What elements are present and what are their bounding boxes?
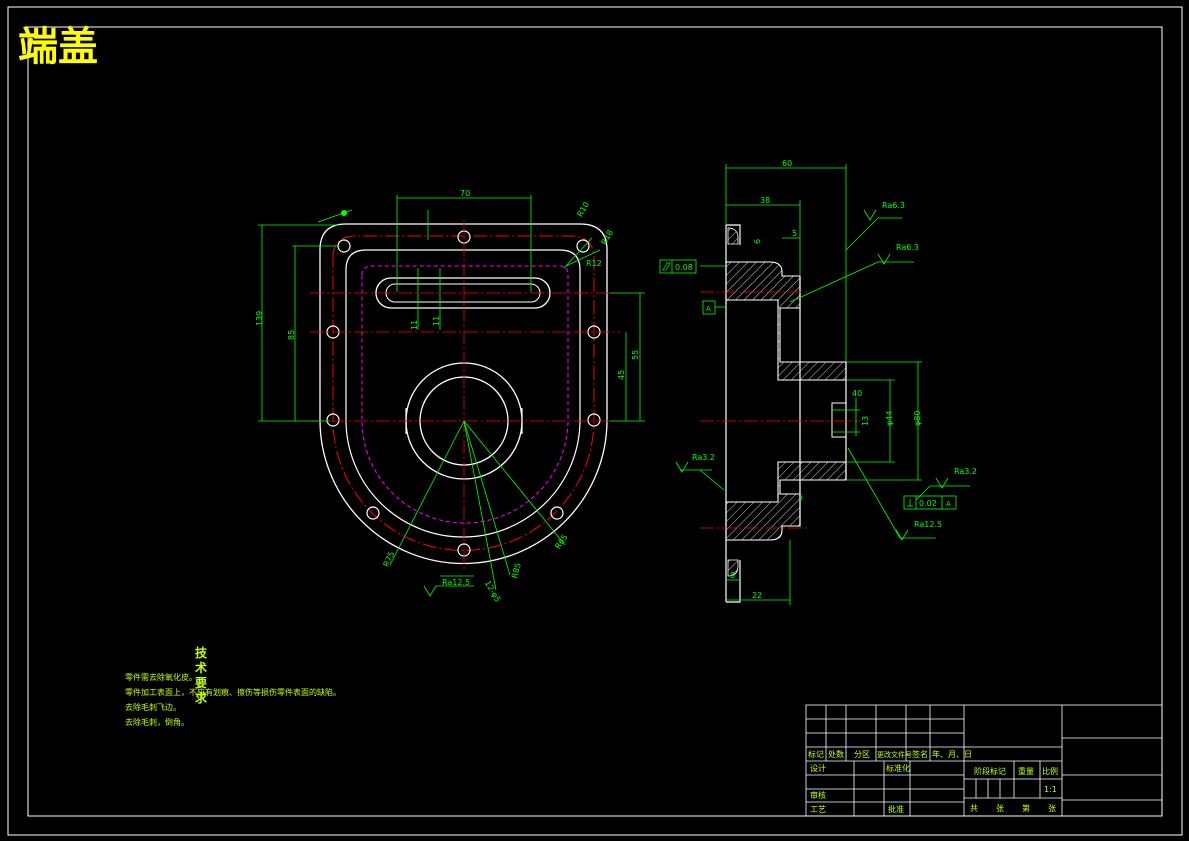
dim-slot-left: 11 [410,320,419,330]
dim-radius-right: R18 [599,228,615,246]
tb-header-count: 处数 [828,749,844,759]
bolt-hole [366,506,380,520]
roughness-bottom-label: Ra12.5 [442,578,470,587]
requirement-item: 去除毛刺，倒角。 [125,718,189,727]
dim-right-d: 40 [852,389,862,398]
roughness-3-label: Ra3.2 [692,453,715,462]
dim-flange-bottom: 5 [798,493,803,502]
dim-width-upper: 38 [760,196,770,205]
front-centerlines [310,220,620,570]
tb-sheets-index: 第 [1022,803,1030,813]
front-outer-outline [319,223,608,565]
dim-hole-spec: 12-φ5 [483,579,503,604]
front-dimension-lines [258,195,645,591]
sheet-inner-border [27,26,1163,817]
tb-sheets-unit-b: 张 [1048,804,1056,813]
side-dimension-lines [680,164,970,605]
dim-radius-small: R12 [586,259,602,268]
datum-box: A [702,300,726,315]
dim-slot-right: 11 [432,316,441,326]
tb-header-date: 年、月、日 [932,749,972,759]
tb-sheets-total: 共 [970,804,978,813]
dim-overall-height: 139 [255,311,264,326]
tol-flat-value: 0.08 [675,263,693,272]
dim-slot-width: 70 [460,189,470,198]
requirement-item: 去除毛刺飞边。 [125,703,181,712]
tb-process: 工艺 [810,805,826,814]
dim-chamfer-top: R10 [575,200,591,218]
bolt-hole [587,413,601,427]
side-groove-bottom [727,559,739,577]
side-outline [725,224,847,603]
dim-radius-bottom-right: R65 [553,533,569,551]
dim-hole-span: 85 [287,330,296,340]
tb-header-sign: 签名 [912,749,928,759]
side-center-bore [831,402,847,438]
tol-perp-datum: A [946,500,951,508]
bolt-center-path [332,235,595,551]
dim-right-b: φ80 [913,411,922,426]
tb-scale-value: 1:1 [1044,785,1057,794]
technical-requirements-heading: 技术要求 [195,646,208,705]
side-section-upper [725,261,847,381]
side-view: 0.08 A 0.02 A 60 38 5 6 5 22 8 φ44 φ80 [659,159,977,605]
title-block-text: 标记 处数 分区 更改文件号 签名 年、月、日 设计 标准化 审核 工艺 批准 … [808,749,1058,814]
tb-sheets-unit-a: 张 [996,804,1004,813]
side-dimension-text: 60 38 5 6 5 22 8 φ44 φ80 13 40 Ra6.3 Ra6… [692,159,977,600]
tb-review: 审核 [810,790,826,800]
dim-right-a: φ44 [885,411,894,426]
side-groove-top [727,227,739,245]
dim-radius-bottom-mid: R85 [510,562,523,580]
side-roughness-symbols [675,209,949,541]
title-block [805,704,1163,817]
roughness-2-label: Ra6.3 [896,243,919,252]
hidden-inner-outline [361,265,569,524]
dim-right-c: 13 [861,416,870,426]
sheet-outer-border [7,6,1183,836]
bolt-hole [576,239,590,253]
tolerance-frame-perp: 0.02 A [903,495,957,510]
chamfer-marker [341,210,347,216]
requirement-item: 零件加工表面上，不应有划痕、擦伤等损伤零件表面的缺陷。 [125,688,341,697]
roughness-1-label: Ra6.3 [882,201,905,210]
requirement-item: 零件需去除氧化皮。 [125,673,197,682]
tb-header-mark: 标记 [808,749,824,759]
tolerance-frame-flat: 0.08 [659,259,697,274]
tol-perp-value: 0.02 [919,499,937,508]
drawing-title: 端盖 [18,23,98,70]
dim-radius-bottom-left: R75 [382,550,397,568]
roughness-symbol [423,585,437,597]
dim-step-a: 5 [792,229,797,238]
dim-step-b: 6 [753,239,762,244]
bolt-hole [550,506,564,520]
bolt-holes [326,230,601,557]
roughness-5-label: Ra12.5 [914,520,942,529]
bolt-hole [326,413,340,427]
dim-overall-width: 60 [782,159,792,168]
tb-header-zone: 分区 [854,750,870,759]
dim-right-upper: 55 [631,350,640,360]
tb-header-doc: 更改文件号 [877,750,912,759]
dim-right-lower: 45 [617,370,626,380]
front-dimension-text: 70 139 85 55 45 11 11 R10 R18 R12 R75 R8… [255,189,640,604]
roughness-4-label: Ra3.2 [954,467,977,476]
side-section-lower [725,461,847,541]
tb-weight: 重量 [1018,766,1034,776]
tb-design: 设计 [810,763,826,773]
tb-scale: 比例 [1042,766,1058,776]
tb-approve: 批准 [888,804,904,814]
front-inner-outline [345,249,581,538]
datum-label: A [706,305,711,313]
tb-stage-mark: 阶段标记 [974,766,1006,776]
dim-lower-a: 22 [752,591,762,600]
dim-lower-b: 8 [730,571,735,580]
tb-standardize: 标准化 [886,763,910,773]
front-view: 70 139 85 55 45 11 11 R10 R18 R12 R75 R8… [255,189,645,604]
